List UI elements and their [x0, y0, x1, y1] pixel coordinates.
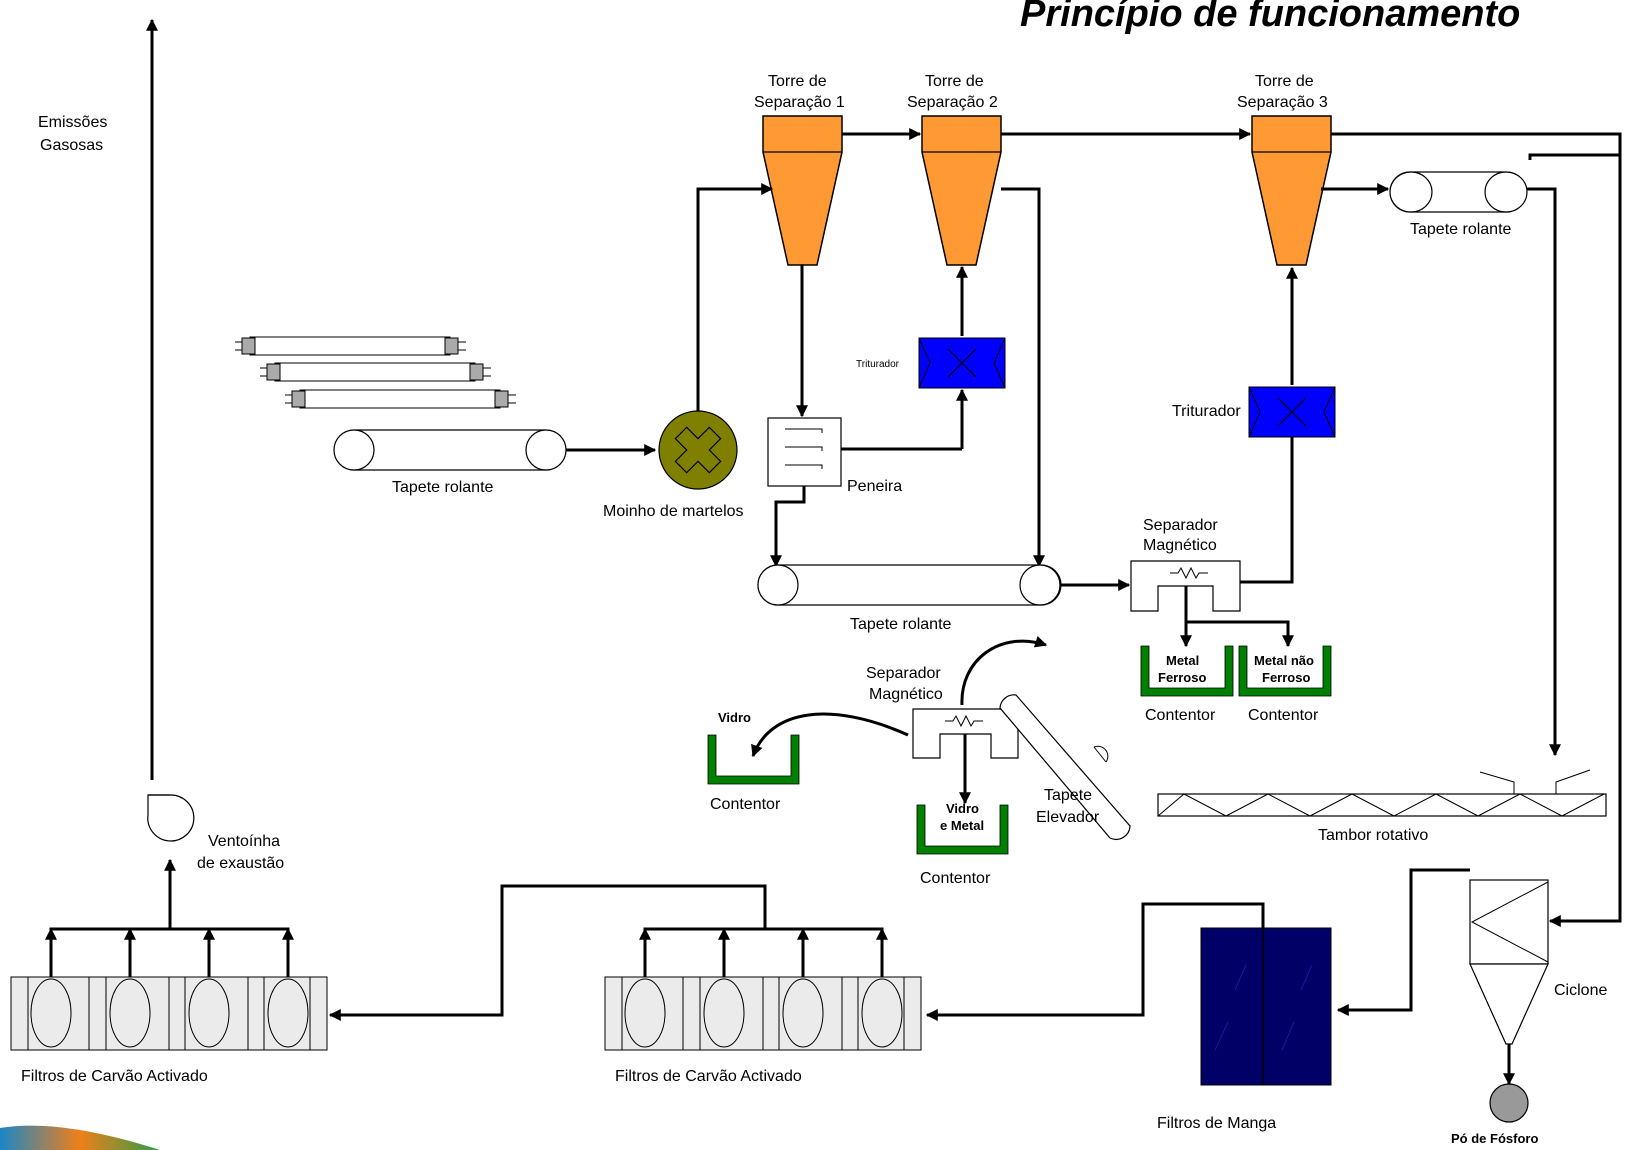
lamp-stack — [235, 336, 516, 409]
emissoes-label-2: Gasosas — [40, 137, 103, 154]
tapete-rolante-mid: Tapete rolante — [757, 564, 1062, 633]
sep-mag-2-label: Separador — [866, 665, 941, 682]
tapete-rolante-mid-label: Tapete rolante — [850, 616, 952, 633]
ventoinha-label: Ventoínha — [208, 833, 280, 850]
metal-nao-ferroso-label: Metal não — [1254, 653, 1314, 668]
metal-ferroso-label: Metal — [1166, 653, 1199, 668]
triturador-right-label: Triturador — [1172, 403, 1241, 420]
tapete-elevador-label: Tapete — [1044, 787, 1092, 804]
vidro-metal-label: Vidro — [946, 801, 979, 816]
tapete-rolante-left-label: Tapete rolante — [392, 479, 494, 496]
ventoinha-de-exaustao: Ventoínha de exaustão — [147, 794, 284, 872]
tapete-rolante-top-label: Tapete rolante — [1410, 221, 1512, 238]
ciclone: Ciclone — [1469, 879, 1607, 1045]
tambor-rotativo: Tambor rotativo — [1157, 769, 1607, 844]
tapete-rolante-top: Tapete rolante — [1389, 171, 1528, 238]
vidro-label: Vidro — [718, 710, 751, 725]
page-title: Princípio de funcionamento — [1020, 0, 1520, 35]
po-de-fosforo: Pó de Fósforo — [1451, 1083, 1538, 1146]
tower-3-label: Torre de — [1255, 73, 1314, 90]
contentor-b-label: Contentor — [1248, 707, 1319, 724]
vidro-metal-label-2: e Metal — [940, 818, 984, 833]
ciclone-label: Ciclone — [1554, 982, 1607, 999]
tower-2-label-2: Separação 2 — [907, 94, 998, 111]
tambor-label: Tambor rotativo — [1318, 827, 1428, 844]
contentor-metal-nao-ferroso: Metal não Ferroso Contentor — [1238, 645, 1332, 724]
contentor-vidro-metal: Vidro e Metal Contentor — [916, 801, 1009, 887]
emissoes-label: Emissões — [38, 114, 107, 131]
contentor-vidro: Vidro Contentor — [707, 710, 800, 813]
filtros-carvao-left-label: Filtros de Carvão Activado — [21, 1068, 208, 1085]
peneira: Peneira — [767, 417, 902, 495]
sep-mag-2-label-2: Magnético — [869, 686, 943, 703]
moinho-de-martelos: Moinho de martelos — [603, 410, 744, 520]
contentor-a-label: Contentor — [1145, 707, 1216, 724]
moinho-label: Moinho de martelos — [603, 503, 744, 520]
tower-1-label: Torre de — [768, 73, 827, 90]
filtros-carvao-mid-label: Filtros de Carvão Activado — [615, 1068, 802, 1085]
contentor-vm-label: Contentor — [920, 870, 991, 887]
decorative-swoosh — [0, 1125, 160, 1150]
sep-mag-1-label: Separador — [1143, 517, 1218, 534]
metal-ferroso-label-2: Ferroso — [1158, 670, 1206, 685]
tapete-elevador: Tapete Elevador — [999, 694, 1131, 840]
peneira-label: Peneira — [847, 478, 902, 495]
filtros-carvao-mid: Filtros de Carvão Activado — [604, 976, 922, 1085]
triturador-right: Triturador — [1172, 386, 1336, 438]
tower-2: Torre de Separação 2 — [907, 73, 1002, 266]
separador-magnetico-2: Separador Magnético — [866, 665, 1019, 759]
metal-nao-ferroso-label-2: Ferroso — [1262, 670, 1310, 685]
contentor-metal-ferroso: Metal Ferroso Contentor — [1140, 645, 1234, 724]
tower-1-label-2: Separação 1 — [754, 94, 845, 111]
filtros-de-manga: Filtros de Manga — [1157, 927, 1332, 1132]
contentor-vidro-label: Contentor — [710, 796, 781, 813]
tower-3: Torre de Separação 3 — [1237, 73, 1332, 266]
tower-3-label-2: Separação 3 — [1237, 94, 1328, 111]
tapete-elevador-label-2: Elevador — [1036, 809, 1100, 826]
filtros-carvao-left: Filtros de Carvão Activado — [10, 976, 328, 1085]
filtros-manga-label: Filtros de Manga — [1157, 1115, 1276, 1132]
po-fosforo-label: Pó de Fósforo — [1451, 1131, 1538, 1146]
tower-1: Torre de Separação 1 — [754, 73, 845, 266]
ventoinha-label-2: de exaustão — [197, 855, 284, 872]
tower-2-label: Torre de — [925, 73, 984, 90]
sep-mag-1-label-2: Magnético — [1143, 537, 1217, 554]
tapete-rolante-left: Tapete rolante — [333, 429, 567, 496]
triturador-small-label: Triturador — [856, 359, 900, 370]
triturador-small: Triturador — [856, 337, 1006, 389]
